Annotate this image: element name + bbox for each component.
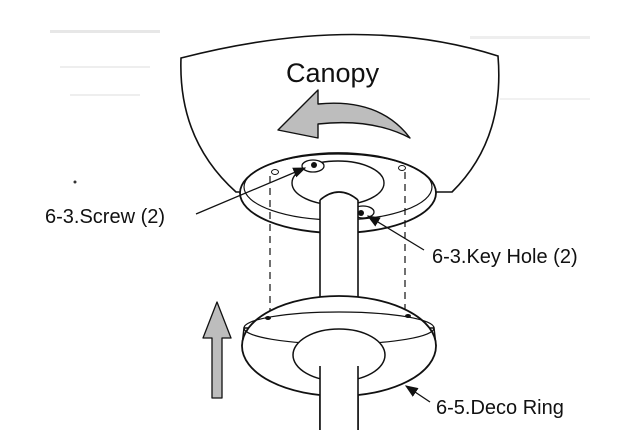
deco-ring-label: 6-5.Deco Ring bbox=[436, 397, 564, 419]
deco-ring bbox=[241, 295, 437, 397]
deco-ring-leader bbox=[404, 385, 431, 403]
scan-noise bbox=[50, 30, 590, 184]
rotate-arrow-icon bbox=[277, 89, 411, 139]
down-rod-lower bbox=[319, 366, 359, 430]
up-arrow-icon bbox=[202, 301, 232, 399]
key-hole-label: 6-3.Key Hole (2) bbox=[432, 246, 578, 268]
screw-leader bbox=[195, 167, 307, 215]
key-hole-leader bbox=[366, 215, 425, 251]
screw-icon bbox=[301, 159, 325, 173]
canopy-label: Canopy bbox=[286, 58, 380, 88]
alignment-lines bbox=[269, 172, 406, 312]
screw-label: 6-3.Screw (2) bbox=[45, 206, 165, 228]
